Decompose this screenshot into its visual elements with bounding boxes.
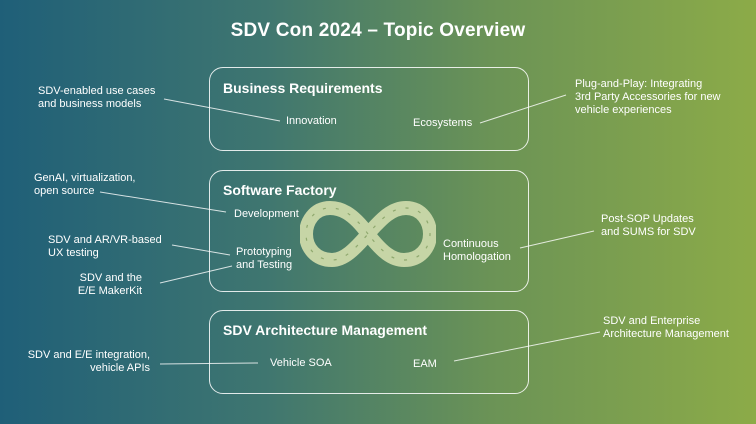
annotation-enterprise-architecture: SDV and Enterprise Architecture Manageme… xyxy=(603,315,729,340)
annotation-integration: SDV and E/E integration, vehicle APIs xyxy=(27,349,150,374)
prototyping-label: Prototyping and Testing xyxy=(236,246,293,271)
architecture-management-title: SDV Architecture Management xyxy=(223,322,428,338)
innovation-label: Innovation xyxy=(286,115,337,127)
connector-post-sop xyxy=(519,230,595,249)
infinity-loop-icon xyxy=(300,201,436,267)
annotation-post-sop: Post-SOP Updates and SUMS for SDV xyxy=(601,213,696,238)
page-title: SDV Con 2024 – Topic Overview xyxy=(230,20,526,41)
vehicle-soa-label: Vehicle SOA xyxy=(270,357,332,369)
development-label: Development xyxy=(234,208,299,220)
annotation-use-cases: SDV-enabled use cases and business model… xyxy=(38,85,156,110)
software-factory-title: Software Factory xyxy=(223,182,337,198)
software-factory-box: Software Factory xyxy=(209,170,529,292)
homologation-label: Continuous Homologation xyxy=(443,238,511,263)
annotation-makerkit: SDV and the E/E MakerKit xyxy=(77,272,142,297)
business-requirements-box: Business Requirements xyxy=(209,67,529,151)
annotation-plug-and-play: Plug-and-Play: Integrating 3rd Party Acc… xyxy=(575,78,721,116)
annotation-genai: GenAI, virtualization, open source xyxy=(34,172,136,197)
business-requirements-title: Business Requirements xyxy=(223,80,383,96)
eam-label: EAM xyxy=(413,358,437,370)
architecture-management-box: SDV Architecture Management xyxy=(209,310,529,394)
annotation-arvr: SDV and AR/VR-based UX testing xyxy=(48,234,162,259)
ecosystems-label: Ecosystems xyxy=(413,117,473,129)
